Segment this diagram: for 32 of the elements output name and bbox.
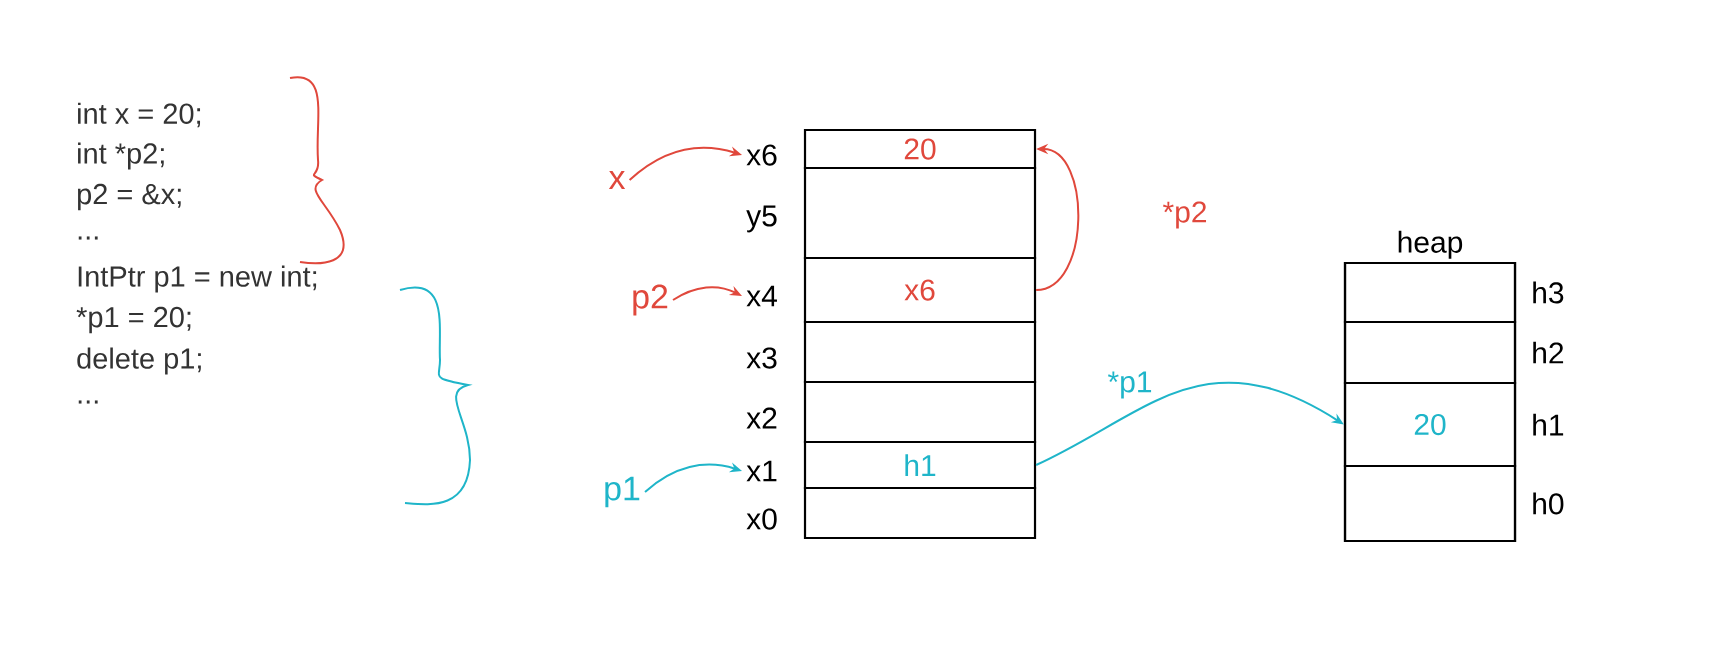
code-line: IntPtr p1 = new int; xyxy=(78,265,317,293)
memory-cell: h1 xyxy=(803,440,1037,490)
memory-cell: 20 xyxy=(803,128,1037,170)
variable-name: p1 xyxy=(605,476,640,508)
code-line: ... xyxy=(78,236,98,240)
code-line: int *p2; xyxy=(78,142,164,170)
memory-cell xyxy=(803,380,1037,444)
edge-label: *p2 xyxy=(1161,200,1209,230)
node-label: heap xyxy=(1398,230,1463,259)
memory-cell: x6 xyxy=(803,256,1037,324)
node-label: h1 xyxy=(1533,413,1564,436)
address-label: x6 xyxy=(746,144,777,166)
code-line: delete p1; xyxy=(77,347,201,375)
memory-cell xyxy=(803,320,1037,384)
code-line: ... xyxy=(78,400,98,404)
address-label: x4 xyxy=(746,285,777,307)
address-label: x2 xyxy=(746,407,777,429)
variable-name: p2 xyxy=(633,284,668,316)
node-label: h0 xyxy=(1533,492,1564,515)
edge-label: *p1 xyxy=(1106,370,1154,400)
code-line: p2 = &x; xyxy=(77,183,181,211)
address-label: x3 xyxy=(746,347,777,369)
code-line: int x = 20; xyxy=(78,102,200,128)
address-label: x1 xyxy=(746,460,777,482)
memory-cell xyxy=(803,486,1037,540)
memory-cell xyxy=(803,166,1037,260)
variable-name: x xyxy=(608,171,626,189)
address-label: x0 xyxy=(746,508,777,530)
address-label: y5 xyxy=(746,205,777,233)
node-label: h3 xyxy=(1533,281,1564,304)
code-line: *p1 = 20; xyxy=(76,306,191,334)
node-label: h2 xyxy=(1533,341,1564,364)
